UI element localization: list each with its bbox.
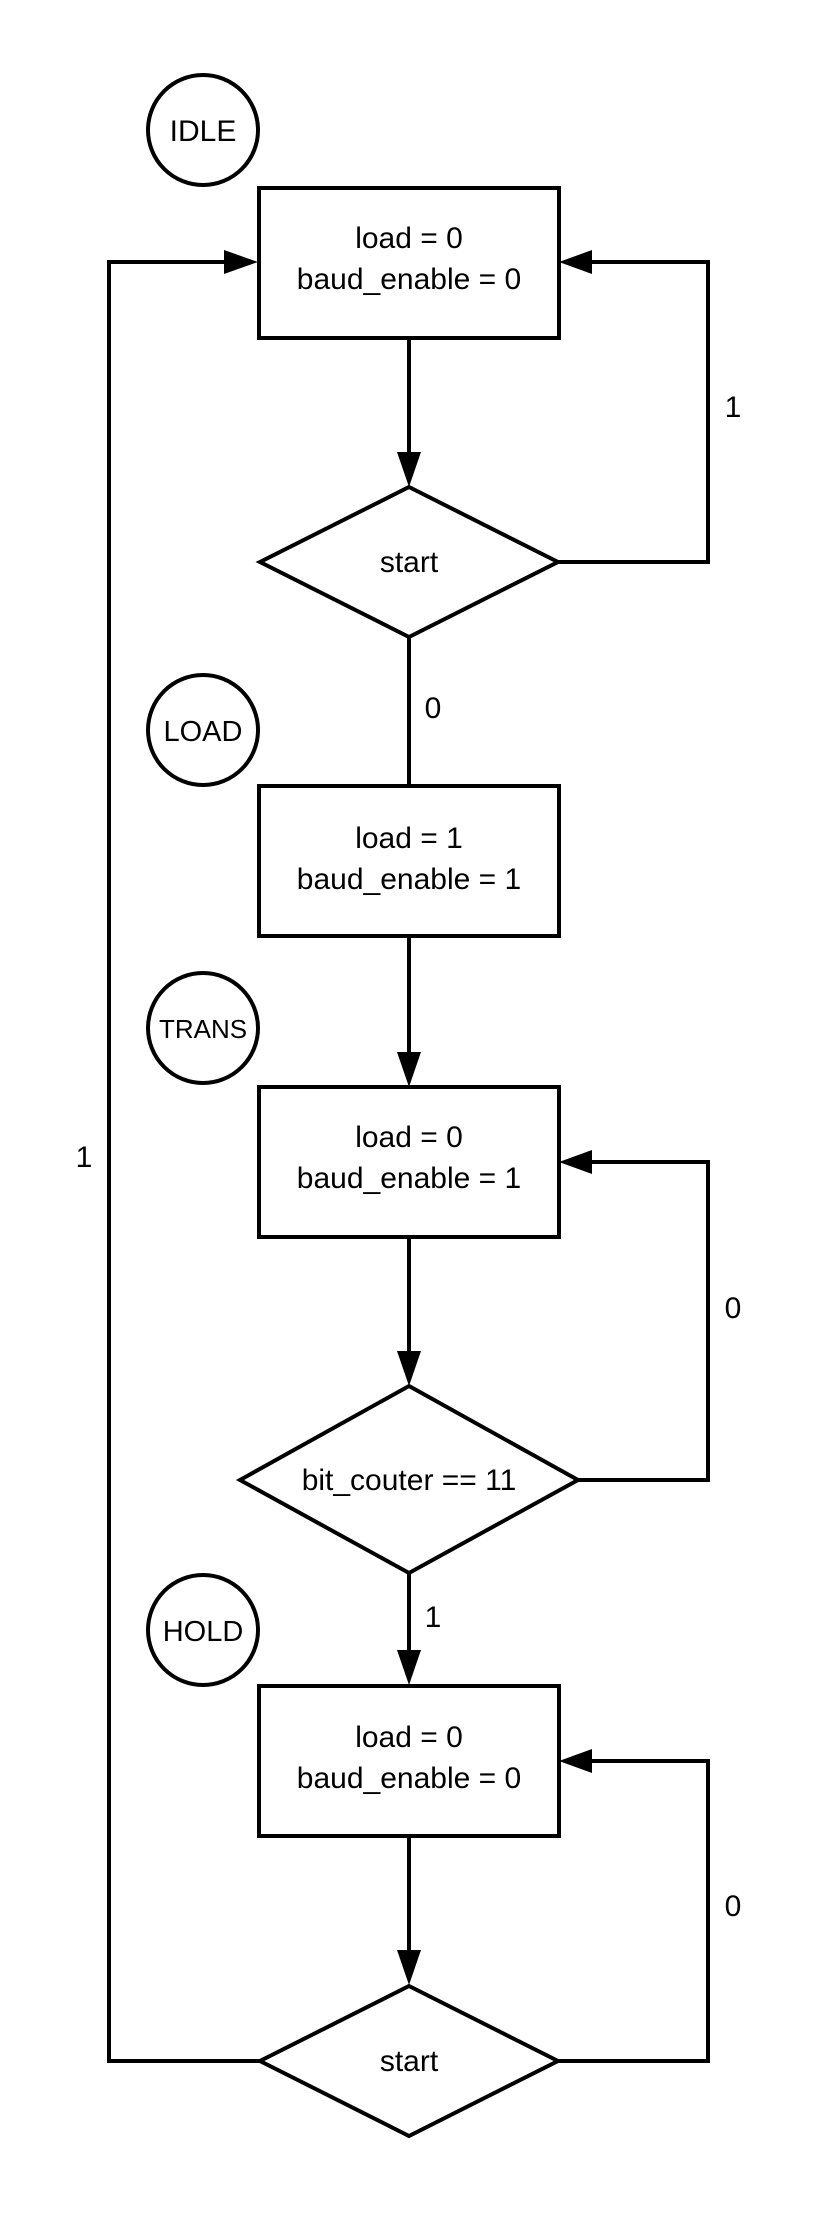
decision-start-2-label: start — [380, 2045, 439, 2078]
decision-start-1: start — [255, 484, 563, 640]
box-trans: load = 0 baud_enable = 1 — [257, 1085, 561, 1239]
edge-start2-to-idle — [107, 260, 260, 2063]
edge-label-start2-true: 1 — [76, 1141, 93, 1174]
edge-label-bitcounter-true: 1 — [425, 1601, 442, 1634]
arrowhead — [397, 1950, 421, 1985]
box-hold-line2: baud_enable = 0 — [297, 1762, 521, 1795]
box-load: load = 1 baud_enable = 1 — [257, 784, 561, 938]
edge-label-start1-true: 1 — [725, 391, 742, 424]
box-trans-line2: baud_enable = 1 — [297, 1162, 521, 1195]
state-idle: IDLE — [146, 73, 260, 187]
decision-start-1-label: start — [380, 546, 439, 579]
box-idle-line1: load = 0 — [355, 222, 463, 255]
box-trans-line1: load = 0 — [355, 1121, 463, 1154]
box-load-line1: load = 1 — [355, 822, 463, 855]
box-idle: load = 0 baud_enable = 0 — [257, 186, 561, 340]
edge-start2-loop — [558, 1759, 710, 2063]
state-trans-label: TRANS — [159, 1014, 247, 1044]
edge-start1-loop — [558, 260, 710, 564]
state-hold-label: HOLD — [163, 1616, 244, 1648]
arrowhead — [559, 1749, 592, 1773]
box-load-line2: baud_enable = 1 — [297, 863, 521, 896]
box-idle-line2: baud_enable = 0 — [297, 263, 521, 296]
arrowhead — [397, 1052, 421, 1087]
arrowhead — [559, 250, 592, 274]
arrowhead — [397, 1351, 421, 1386]
edge-label-bitcounter-false: 0 — [725, 1292, 742, 1325]
state-load: LOAD — [146, 673, 260, 787]
state-trans: TRANS — [146, 971, 260, 1085]
state-load-label: LOAD — [164, 716, 243, 748]
edge-label-start1-false: 0 — [425, 692, 442, 725]
box-hold: load = 0 baud_enable = 0 — [257, 1684, 561, 1838]
state-hold: HOLD — [146, 1573, 260, 1687]
decision-start-2: start — [255, 1983, 563, 2139]
edge-label-start2-false: 0 — [725, 1890, 742, 1923]
decision-bit-counter: bit_couter == 11 — [235, 1383, 583, 1576]
box-hold-line1: load = 0 — [355, 1721, 463, 1754]
decision-bit-counter-label: bit_couter == 11 — [302, 1464, 517, 1497]
arrowhead — [397, 1650, 421, 1685]
state-idle-label: IDLE — [170, 115, 237, 148]
arrowhead — [559, 1150, 592, 1174]
arrowhead — [224, 250, 258, 274]
arrowhead — [397, 452, 421, 487]
edge-bitcounter-loop — [578, 1160, 710, 1482]
